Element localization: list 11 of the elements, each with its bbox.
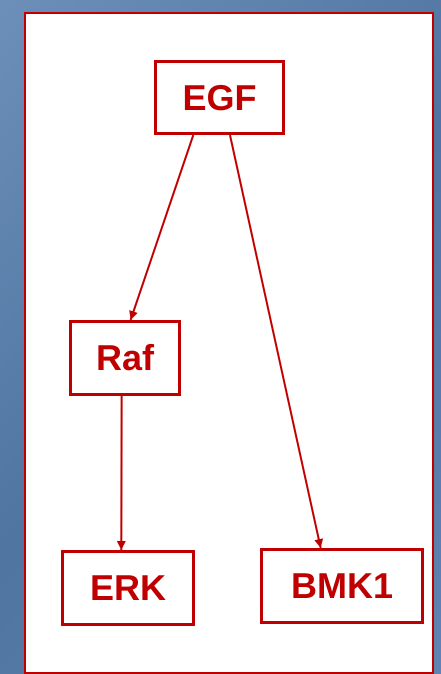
process-box [61, 550, 195, 626]
process-box [154, 60, 285, 135]
process-box [69, 320, 181, 396]
arrow [116, 396, 126, 550]
process-box [260, 548, 424, 624]
node-label: Raf [96, 337, 154, 379]
arrow [229, 134, 324, 548]
node-label: ERK [90, 567, 166, 609]
node-label: EGF [182, 76, 256, 118]
arrow [129, 134, 194, 320]
node-label: BMK1 [290, 565, 393, 607]
